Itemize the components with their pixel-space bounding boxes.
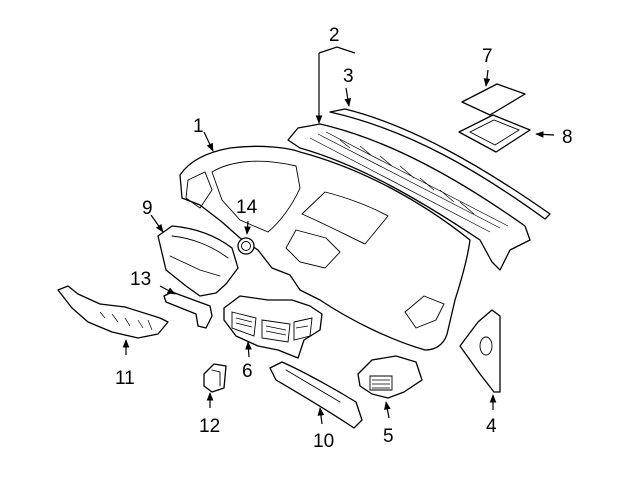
leader-lines (122, 46, 555, 425)
leader-3 (344, 87, 352, 107)
callout-5: 5 (383, 426, 394, 447)
callout-6: 6 (242, 361, 253, 382)
callout-11: 11 (115, 368, 135, 389)
leader-7 (483, 69, 491, 87)
part-pillar-trim (459, 309, 501, 393)
part-speaker-pad (461, 83, 526, 116)
part-bracket-strip (163, 291, 213, 329)
part-dashboard-panel (179, 145, 471, 351)
part-defroster-panel (287, 123, 531, 271)
leader-8 (535, 131, 555, 138)
part-cluster-hood (157, 225, 239, 297)
callout-4: 4 (486, 416, 497, 437)
leader-6 (245, 341, 252, 358)
part-knee-trim (57, 285, 169, 339)
leader-14 (244, 220, 251, 235)
callout-1: 1 (193, 116, 204, 137)
leader-2-bracket (318, 46, 356, 54)
part-round-button (237, 237, 255, 255)
callout-7: 7 (482, 46, 493, 67)
leader-1 (203, 131, 214, 152)
callout-13: 13 (130, 269, 151, 290)
part-windshield-seal (329, 108, 551, 220)
callout-14: 14 (236, 197, 258, 218)
part-speaker-grille (458, 114, 531, 153)
part-lower-trim (269, 361, 363, 429)
leader-9 (150, 214, 164, 233)
callout-2: 2 (329, 25, 340, 46)
callout-12: 12 (199, 416, 220, 437)
part-center-vents (223, 295, 323, 359)
callout-10: 10 (313, 431, 334, 452)
callout-8: 8 (562, 127, 573, 148)
callout-labels: 1 2 3 4 5 6 7 8 9 10 11 12 13 14 (115, 25, 573, 452)
part-clip (203, 363, 227, 393)
callout-9: 9 (142, 198, 153, 219)
leader-13 (159, 285, 176, 295)
leader-5 (384, 401, 391, 419)
callout-3: 3 (343, 66, 354, 87)
leader-10 (317, 407, 325, 425)
part-side-vent (357, 355, 423, 399)
